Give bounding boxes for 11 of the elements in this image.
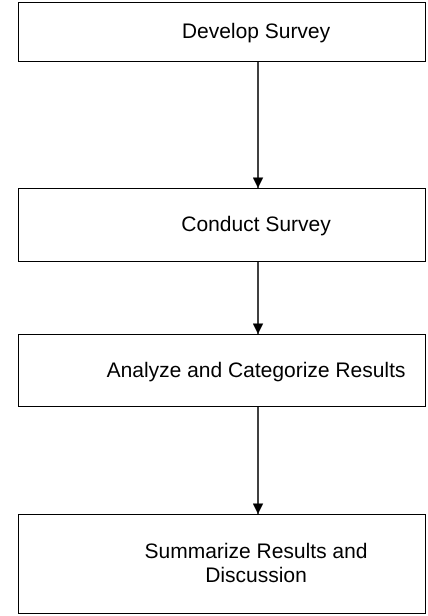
process-box: [18, 2, 426, 62]
process-box: [18, 188, 426, 262]
arrow: [252, 262, 264, 334]
box-label: Analyze and Categorize Results: [106, 358, 406, 382]
box-label: Summarize Results and Discussion: [144, 540, 368, 588]
process-box: [18, 334, 426, 407]
arrow: [252, 62, 264, 188]
process-box: [18, 514, 426, 614]
arrow: [252, 407, 264, 514]
box-label: Conduct Survey: [181, 213, 331, 237]
box-label: Develop Survey: [182, 20, 330, 44]
